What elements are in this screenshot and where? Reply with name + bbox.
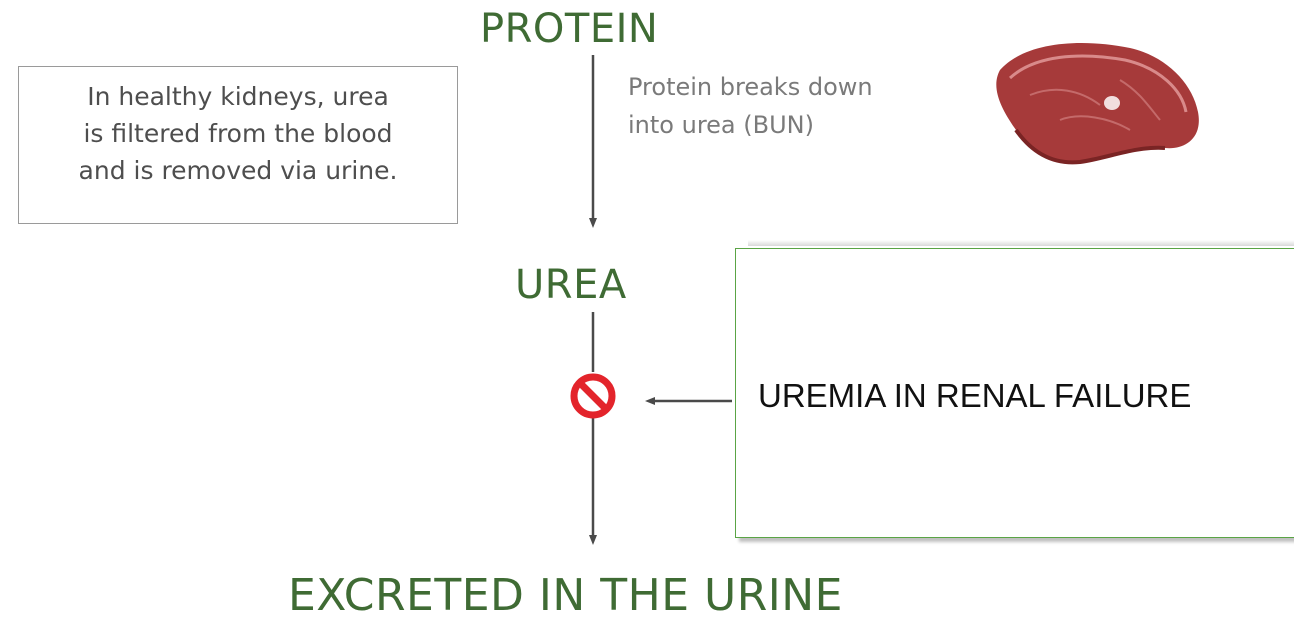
no-entry-icon [574,377,612,415]
uremia-label: UREMIA IN RENAL FAILURE [758,377,1191,415]
uremia-callout-box: UREMIA IN RENAL FAILURE [735,248,1294,538]
meat-steak-icon [996,43,1199,162]
overlay-shadow [748,240,1294,246]
